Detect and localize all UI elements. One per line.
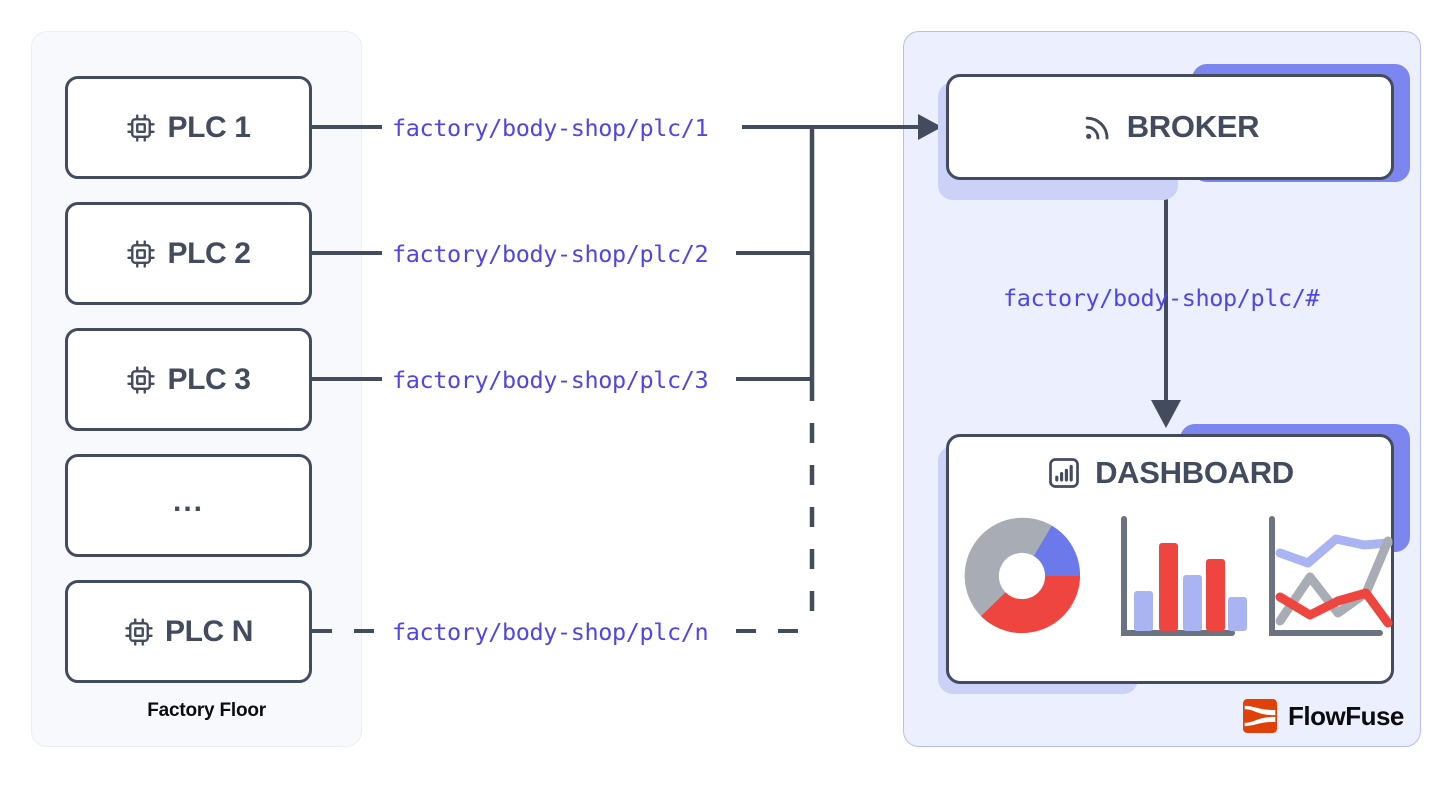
topic-label-plc-n: factory/body-shop/plc/n — [392, 618, 709, 646]
topic-label-plc-2: factory/body-shop/plc/2 — [392, 240, 709, 268]
dashboard-card-group: DASHBOARD — [930, 420, 1410, 695]
cpu-icon — [126, 239, 156, 269]
plc-box-3[interactable]: PLC 3 — [65, 328, 312, 431]
flowfuse-mark — [1243, 699, 1277, 733]
broadcast-icon — [1081, 111, 1114, 144]
plc-box-label: PLC N — [164, 614, 253, 648]
dashboard-card[interactable]: DASHBOARD — [946, 434, 1394, 684]
cpu-icon — [126, 113, 156, 143]
line-chart — [1269, 516, 1393, 636]
plc-box-2[interactable]: PLC 2 — [65, 202, 312, 305]
plc-box-n[interactable]: PLC N — [65, 580, 312, 683]
broker-label: BROKER — [1126, 109, 1260, 144]
flowfuse-brand: FlowFuse — [1243, 699, 1404, 733]
topic-label-plc-1: factory/body-shop/plc/1 — [392, 114, 709, 142]
dashboard-label: DASHBOARD — [1095, 455, 1294, 490]
cpu-icon — [124, 617, 154, 647]
flowfuse-logo-icon — [1243, 699, 1277, 733]
flowfuse-wordmark: FlowFuse — [1288, 700, 1404, 731]
topic-label-wildcard: factory/body-shop/plc/# — [1003, 284, 1320, 312]
plc-box-label: PLC 1 — [167, 110, 251, 144]
plc-box-1[interactable]: PLC 1 — [65, 76, 312, 179]
broker-card-group: BROKER — [930, 60, 1410, 200]
donut-chart — [964, 517, 1081, 634]
broker-card[interactable]: BROKER — [946, 74, 1394, 180]
bar-chart — [1121, 516, 1247, 636]
plc-box-ellipsis[interactable]: ... — [65, 454, 312, 557]
factory-floor-label: Factory Floor — [147, 700, 266, 721]
topic-label-plc-3: factory/body-shop/plc/3 — [392, 366, 709, 394]
plc-box-label: ... — [172, 484, 204, 518]
plc-box-label: PLC 2 — [167, 236, 251, 270]
bar-chart-icon — [1046, 455, 1082, 491]
plc-box-label: PLC 3 — [167, 362, 251, 396]
cpu-icon — [126, 365, 156, 395]
